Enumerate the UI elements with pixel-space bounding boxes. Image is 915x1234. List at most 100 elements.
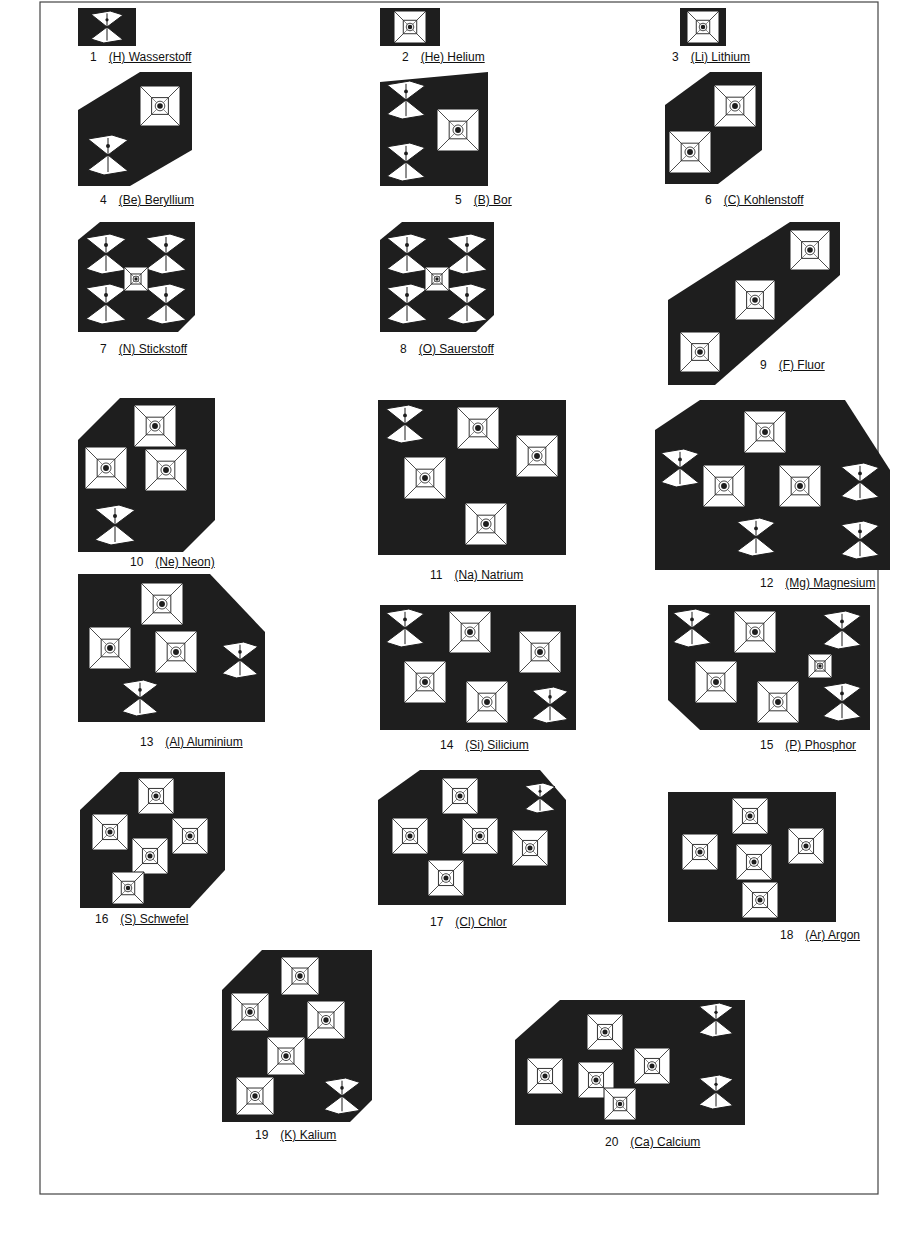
element-number: 20 (605, 1135, 618, 1149)
element-panel: 5(B) Bor (380, 72, 488, 186)
element-name: (N) Stickstoff (119, 342, 187, 356)
cube-glyph (695, 661, 737, 703)
hourglass-glyph (447, 234, 487, 274)
element-caption: 3(Li) Lithium (672, 50, 750, 64)
hourglass-glyph (841, 521, 879, 559)
panel-shape (78, 398, 215, 552)
cube-glyph (757, 681, 799, 723)
panel-ground (380, 8, 440, 46)
element-panel: 20(Ca) Calcium (515, 1000, 745, 1125)
hourglass-glyph (324, 1078, 360, 1114)
hourglass-glyph (95, 505, 135, 545)
hourglass-glyph (699, 1075, 733, 1109)
element-name: (O) Sauerstoff (419, 342, 494, 356)
cube-glyph (404, 457, 446, 499)
element-panel: 1(H) Wasserstoff (78, 8, 136, 46)
element-panel: 3(Li) Lithium (680, 8, 726, 46)
panel-shape (78, 574, 265, 722)
element-number: 8 (400, 342, 407, 356)
panel-shape (380, 222, 494, 332)
element-name: (Na) Natrium (454, 568, 523, 582)
element-panel: 14(Si) Silicium (380, 605, 576, 730)
panel-shape (668, 792, 836, 922)
element-name: (F) Fluor (779, 358, 825, 372)
element-name: (Cl) Chlor (455, 915, 506, 929)
element-caption: 19(K) Kalium (255, 1128, 336, 1142)
element-panel: 11(Na) Natrium (378, 400, 566, 555)
element-name: (Si) Silicium (465, 738, 528, 752)
panel-shape (655, 400, 890, 570)
element-panel: 4(Be) Beryllium (78, 72, 192, 186)
element-panel: 18(Ar) Argon (668, 792, 836, 922)
panel-ground (78, 574, 265, 722)
element-caption: 16(S) Schwefel (95, 912, 188, 926)
panel-ground (80, 772, 225, 908)
cube-glyph (516, 435, 558, 477)
element-number: 13 (140, 735, 153, 749)
cube-glyph (231, 993, 269, 1031)
element-name: (K) Kalium (280, 1128, 336, 1142)
element-caption: 13 (Al) Aluminium (140, 735, 243, 749)
panel-shape (378, 400, 566, 555)
cube-glyph (682, 834, 718, 870)
cube-glyph (732, 798, 768, 834)
panel-ground (78, 72, 192, 186)
element-number: 17 (430, 915, 443, 929)
panel-ground (668, 792, 836, 922)
panel-shape (78, 222, 195, 332)
cube-glyph (587, 1014, 623, 1050)
element-caption: 1(H) Wasserstoff (90, 50, 191, 64)
cube-glyph (138, 778, 174, 814)
hourglass-glyph (841, 463, 879, 501)
cube-glyph (466, 681, 508, 723)
cube-glyph (462, 818, 498, 854)
element-panel: 9 (F) Fluor (668, 222, 840, 385)
cube-glyph (680, 332, 720, 372)
cube-glyph (394, 11, 426, 43)
cube-glyph (734, 611, 776, 653)
element-name: (Mg) Magnesium (785, 576, 875, 590)
panel-ground (378, 770, 566, 905)
element-panel: 8(O) Sauerstoff (380, 222, 494, 332)
panel-ground (78, 222, 195, 332)
hourglass-glyph (673, 609, 711, 647)
cube-glyph (687, 11, 719, 43)
hourglass-glyph (525, 783, 555, 813)
element-panel: 17(Cl) Chlor (378, 770, 566, 905)
element-panel: 13(Al) Aluminium (78, 574, 265, 722)
cube-glyph (512, 830, 548, 866)
panel-ground (222, 950, 372, 1122)
cube-glyph (267, 1037, 305, 1075)
hourglass-glyph (387, 81, 425, 119)
cube-glyph (134, 405, 176, 447)
panel-shape (222, 950, 372, 1122)
cube-glyph (744, 411, 786, 453)
cube-glyph (808, 654, 832, 678)
element-number: 3 (672, 50, 679, 64)
cube-glyph (779, 465, 821, 507)
element-name: (Al) Aluminium (165, 735, 242, 749)
hourglass-glyph (86, 234, 126, 274)
element-number: 9 (760, 358, 767, 372)
panel-ground (78, 8, 136, 46)
cube-glyph (735, 280, 775, 320)
element-caption: 4(Be) Beryllium (100, 193, 194, 207)
element-name: (P) Phosphor (785, 738, 856, 752)
element-name: (Ne) Neon) (155, 555, 214, 569)
cube-glyph (281, 957, 319, 995)
cube-glyph (527, 1058, 563, 1094)
hourglass-glyph (823, 611, 861, 649)
element-panel: 19(K) Kalium (222, 950, 372, 1122)
panel-ground (515, 1000, 745, 1125)
element-panel: 12(Mg) Magnesium (655, 400, 890, 570)
hourglass-glyph (532, 687, 568, 723)
panel-ground (378, 400, 566, 555)
cube-glyph (425, 267, 449, 291)
element-number: 10 (130, 555, 143, 569)
cube-glyph (89, 627, 131, 669)
element-number: 7 (100, 342, 107, 356)
element-caption: 18(Ar) Argon (780, 928, 860, 942)
element-name: (He) Helium (421, 50, 485, 64)
panel-shape (668, 605, 870, 730)
panel-shape (515, 1000, 745, 1125)
